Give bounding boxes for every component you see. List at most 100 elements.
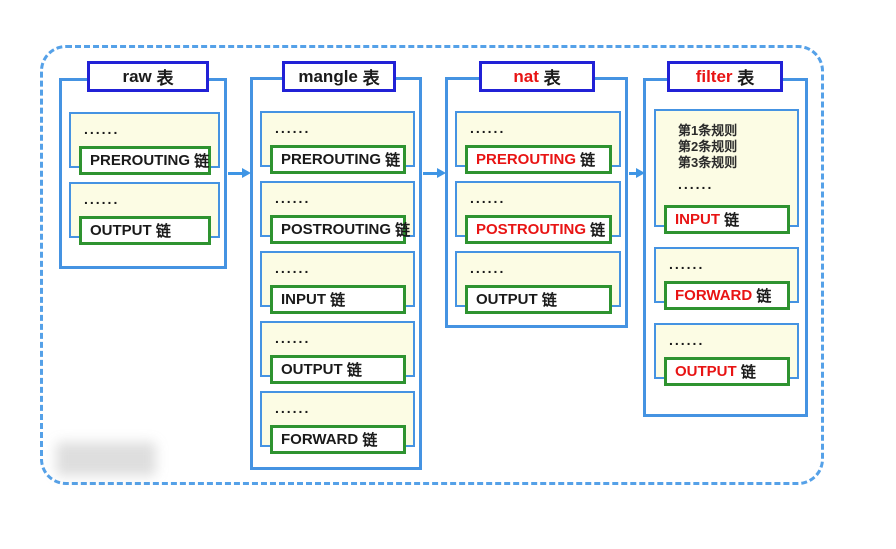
table-raw-title: raw 表 (87, 61, 209, 92)
filter-rules-list: 第1条规则 第2条规则 第3条规则 ...... (656, 111, 797, 191)
chain-name-text: POSTROUTING (281, 221, 392, 238)
arrow-shaft (228, 171, 242, 175)
filter-section-forward: ...... FORWARD 链 (654, 247, 799, 310)
ellipsis-dots: ...... (678, 176, 714, 192)
arrow-shaft (423, 171, 437, 175)
mangle-prerouting-chain-box: PREROUTING 链 (270, 145, 406, 174)
table-name-text: filter (695, 66, 733, 86)
chain-name-text: INPUT (281, 291, 326, 308)
chain-suffix-text: 链 (326, 292, 346, 309)
table-name-text: mangle (298, 66, 358, 86)
chain-suffix-text: 链 (576, 152, 596, 169)
chain-suffix-text: 链 (190, 153, 210, 170)
chain-name-text: POSTROUTING (476, 221, 587, 238)
nat-section-postrouting: ...... POSTROUTING 链 (455, 181, 621, 244)
ellipsis-dots: ...... (669, 332, 705, 348)
filter-forward-chain-box: FORWARD 链 (664, 281, 790, 310)
chain-suffix-text: 链 (752, 288, 772, 305)
chain-name-text: OUTPUT (281, 361, 343, 378)
flow-arrow-mangle-to-nat (423, 167, 446, 179)
filter-output-chain-box: OUTPUT 链 (664, 357, 790, 386)
chain-suffix-text: 链 (342, 362, 362, 379)
mangle-section-output: ...... OUTPUT 链 (260, 321, 415, 384)
table-mangle-body: ...... PREROUTING 链 ...... POSTROUTING 链… (250, 77, 422, 470)
raw-prerouting-chain-box: PREROUTING 链 (79, 146, 211, 175)
ellipsis-dots: ...... (470, 190, 506, 206)
chain-name-text: PREROUTING (281, 151, 382, 168)
arrow-head-icon (437, 168, 446, 178)
ellipsis-dots: ...... (84, 121, 120, 137)
chain-name-text: FORWARD (281, 431, 359, 448)
watermark-blur (56, 442, 156, 476)
raw-section-output: ...... OUTPUT 链 (69, 182, 220, 245)
chain-name-text: OUTPUT (476, 291, 538, 308)
nat-postrouting-chain-box: POSTROUTING 链 (465, 215, 612, 244)
chain-name-text: OUTPUT (90, 222, 152, 239)
ellipsis-dots: ...... (470, 260, 506, 276)
ellipsis-dots: ...... (84, 191, 120, 207)
rule-line-1: 第1条规则 (678, 123, 738, 138)
nat-prerouting-chain-box: PREROUTING 链 (465, 145, 612, 174)
table-raw-body: ...... PREROUTING 链 ...... OUTPUT 链 (59, 78, 227, 269)
table-suffix-text: 表 (538, 69, 561, 88)
table-filter-sections: 第1条规则 第2条规则 第3条规则 ...... INPUT 链 ...... … (646, 81, 805, 386)
mangle-section-prerouting: ...... PREROUTING 链 (260, 111, 415, 174)
table-filter-body: 第1条规则 第2条规则 第3条规则 ...... INPUT 链 ...... … (643, 78, 808, 417)
table-nat-body: ...... PREROUTING 链 ...... POSTROUTING 链… (445, 77, 628, 328)
arrow-head-icon (242, 168, 251, 178)
table-nat-sections: ...... PREROUTING 链 ...... POSTROUTING 链… (448, 80, 625, 314)
ellipsis-dots: ...... (275, 330, 311, 346)
ellipsis-dots: ...... (275, 120, 311, 136)
filter-input-chain-box: INPUT 链 (664, 205, 790, 234)
chain-name-text: INPUT (675, 211, 720, 228)
chain-suffix-text: 链 (391, 222, 411, 239)
filter-section-output: ...... OUTPUT 链 (654, 323, 799, 386)
mangle-input-chain-box: INPUT 链 (270, 285, 406, 314)
chain-suffix-text: 链 (586, 222, 606, 239)
dashed-border-frame (40, 45, 824, 485)
ellipsis-dots: ...... (669, 256, 705, 272)
nat-output-chain-box: OUTPUT 链 (465, 285, 612, 314)
table-mangle-sections: ...... PREROUTING 链 ...... POSTROUTING 链… (253, 80, 419, 454)
filter-section-input: 第1条规则 第2条规则 第3条规则 ...... INPUT 链 (654, 109, 799, 234)
table-suffix-text: 表 (151, 69, 174, 88)
ellipsis-dots: ...... (275, 400, 311, 416)
chain-name-text: FORWARD (675, 287, 753, 304)
chain-name-text: OUTPUT (675, 363, 737, 380)
table-name-text: raw (122, 66, 152, 86)
table-suffix-text: 表 (357, 69, 380, 88)
arrow-head-icon (636, 168, 645, 178)
ellipsis-dots: ...... (275, 190, 311, 206)
mangle-postrouting-chain-box: POSTROUTING 链 (270, 215, 410, 244)
chain-suffix-text: 链 (358, 432, 378, 449)
mangle-forward-chain-box: FORWARD 链 (270, 425, 406, 454)
table-name-text: nat (513, 66, 539, 86)
table-mangle-title: mangle 表 (282, 61, 396, 92)
chain-suffix-text: 链 (537, 292, 557, 309)
mangle-section-forward: ...... FORWARD 链 (260, 391, 415, 454)
mangle-section-input: ...... INPUT 链 (260, 251, 415, 314)
table-raw-sections: ...... PREROUTING 链 ...... OUTPUT 链 (62, 81, 224, 245)
nat-section-prerouting: ...... PREROUTING 链 (455, 111, 621, 174)
flow-arrow-nat-to-filter (629, 167, 645, 179)
chain-suffix-text: 链 (720, 212, 740, 229)
table-suffix-text: 表 (732, 69, 755, 88)
rule-line-2: 第2条规则 (678, 139, 738, 154)
ellipsis-dots: ...... (275, 260, 311, 276)
table-filter-title: filter 表 (667, 61, 783, 92)
chain-name-text: PREROUTING (476, 151, 577, 168)
table-nat-title: nat 表 (479, 61, 595, 92)
mangle-output-chain-box: OUTPUT 链 (270, 355, 406, 384)
ellipsis-dots: ...... (470, 120, 506, 136)
nat-section-output: ...... OUTPUT 链 (455, 251, 621, 314)
chain-name-text: PREROUTING (90, 152, 191, 169)
rule-line-3: 第3条规则 (678, 155, 738, 170)
raw-output-chain-box: OUTPUT 链 (79, 216, 211, 245)
chain-suffix-text: 链 (736, 364, 756, 381)
raw-section-prerouting: ...... PREROUTING 链 (69, 112, 220, 175)
mangle-section-postrouting: ...... POSTROUTING 链 (260, 181, 415, 244)
chain-suffix-text: 链 (151, 223, 171, 240)
arrow-shaft (629, 171, 636, 175)
chain-suffix-text: 链 (381, 152, 401, 169)
